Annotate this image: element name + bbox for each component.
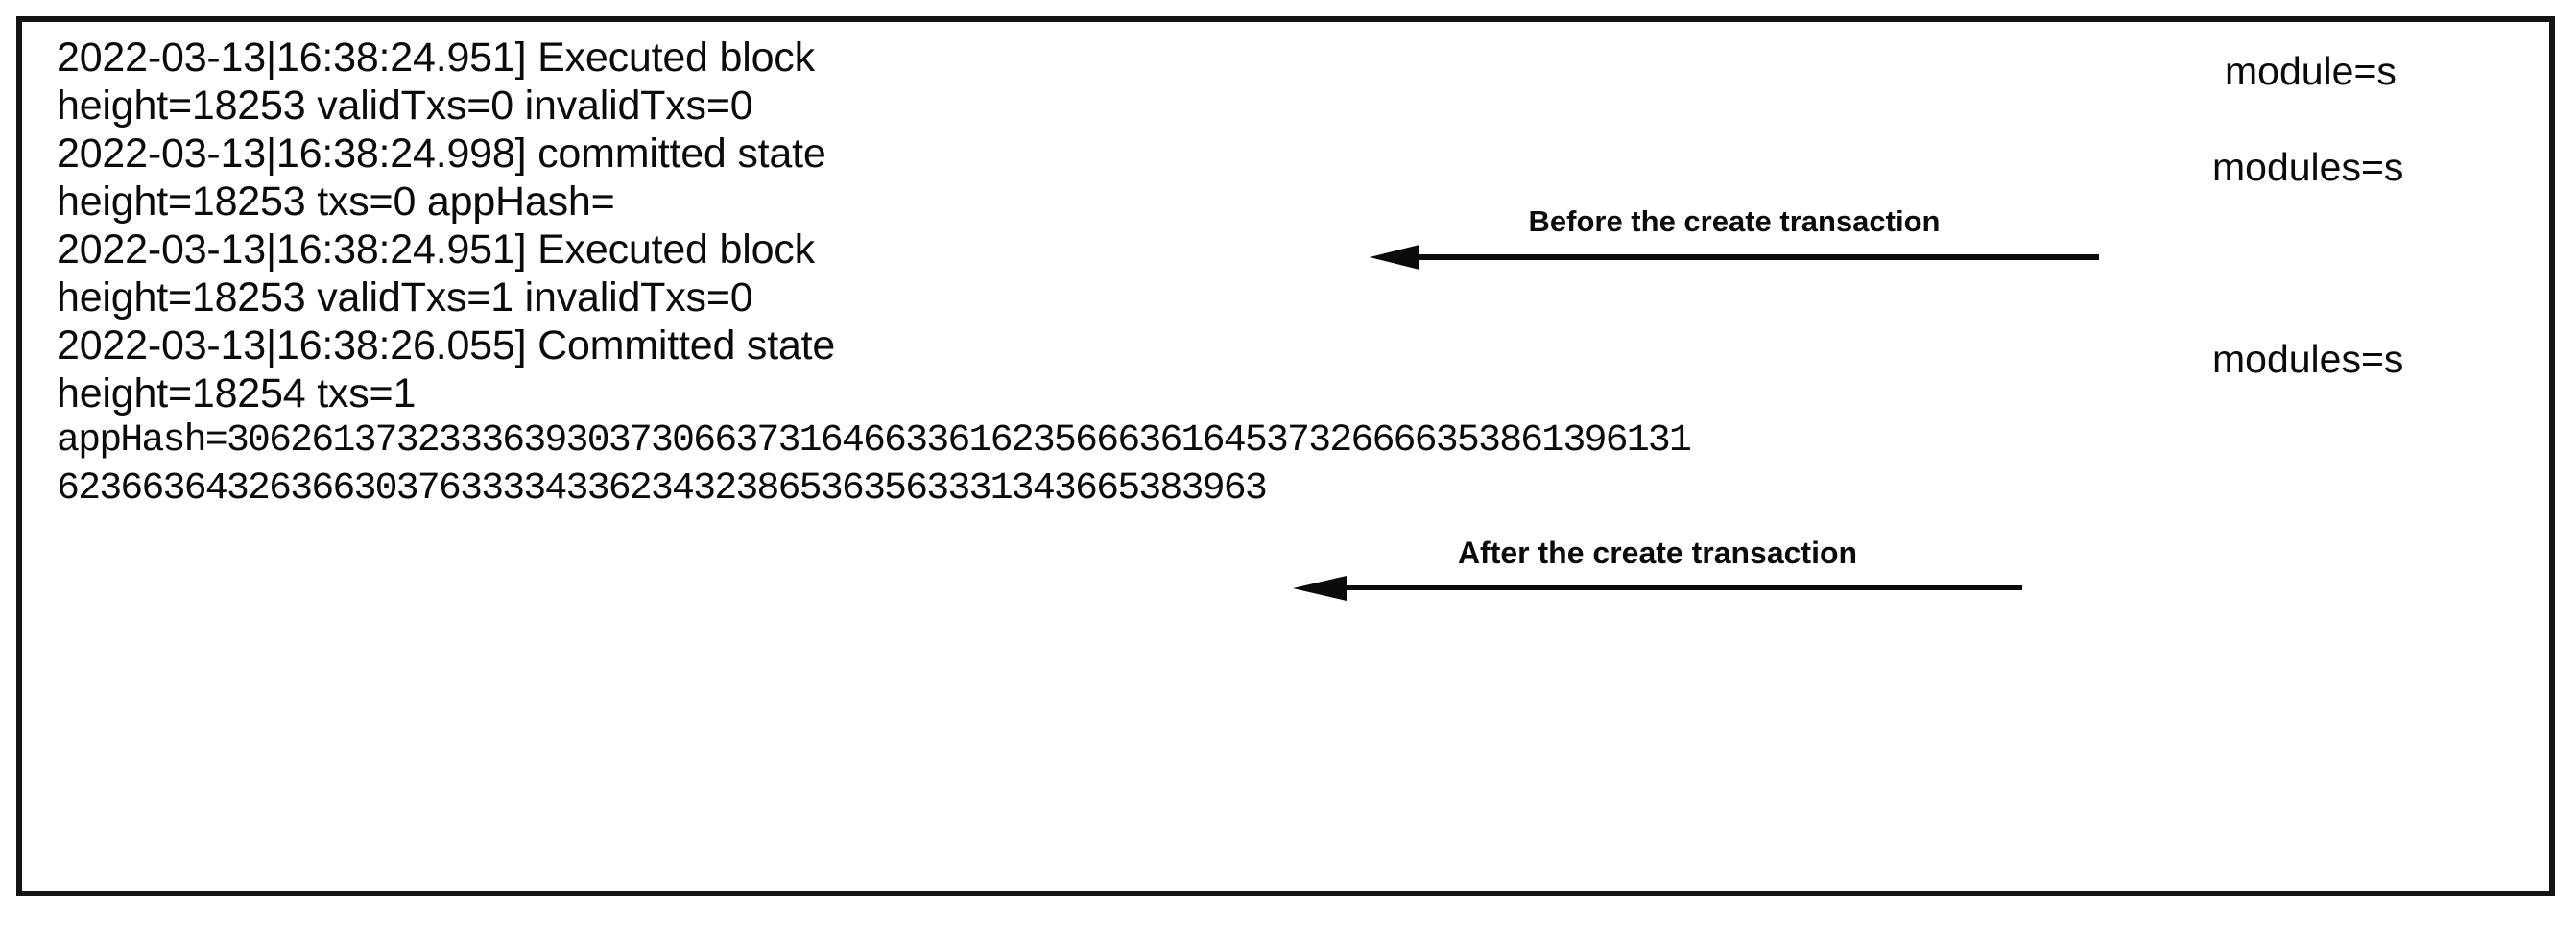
annotation-label: After the create transaction	[1457, 535, 1858, 570]
log-line-apphash: 6236636432636630376333343362343238653635…	[57, 465, 2523, 513]
log-line-text: 2022-03-13|16:38:24.951] Executed block	[57, 226, 815, 273]
log-line: 2022-03-13|16:38:24.998] committed state	[57, 130, 2523, 178]
log-line-text: 2022-03-13|16:38:24.951] Executed block	[57, 35, 815, 81]
module-field-executed-block-1: module=s	[2225, 49, 2397, 93]
left-arrow-icon	[1293, 576, 2022, 601]
log-line-text: height=18253 validTxs=0 invalidTxs=0	[57, 83, 753, 129]
log-line: height=18253 validTxs=1 invalidTxs=0	[57, 274, 2523, 321]
apphash-value-part1: appHash=30626137323336393037306637316466…	[57, 419, 1692, 463]
log-line-text: height=18253 validTxs=1 invalidTxs=0	[57, 274, 753, 321]
log-line: 2022-03-13|16:38:24.951] Executed block	[57, 34, 2523, 82]
log-line: 2022-03-13|16:38:26.055] Committed state	[57, 321, 2523, 369]
annotation-before-create-transaction: Before the create transaction	[1370, 204, 2099, 274]
log-line-text: height=18254 txs=1	[57, 370, 417, 416]
log-line: 2022-03-13|16:38:24.951] Executed block	[57, 226, 2523, 274]
log-output: 2022-03-13|16:38:24.951] Executed block …	[57, 34, 2523, 513]
module-field-committed-state-2: modules=s	[2212, 337, 2404, 381]
log-line-apphash: appHash=30626137323336393037306637316466…	[57, 417, 2523, 465]
log-line: height=18253 validTxs=0 invalidTxs=0	[57, 82, 2523, 130]
log-line-text: 2022-03-13|16:38:24.998] committed state	[57, 131, 826, 177]
annotation-label: Before the create transaction	[1528, 204, 1941, 238]
log-line-text: height=18253 txs=0 appHash=	[57, 178, 615, 225]
apphash-value-part2: 6236636432636630376333343362343238653635…	[57, 467, 1268, 511]
log-line-text: 2022-03-13|16:38:26.055] Committed state	[57, 322, 836, 369]
annotation-after-create-transaction: After the create transaction	[1293, 535, 2022, 605]
log-panel: 2022-03-13|16:38:24.951] Executed block …	[16, 16, 2555, 896]
log-line: height=18253 txs=0 appHash=	[57, 178, 2523, 226]
left-arrow-icon	[1370, 245, 2099, 270]
log-line: height=18254 txs=1	[57, 369, 2523, 417]
module-field-committed-state-1: modules=s	[2212, 145, 2404, 189]
